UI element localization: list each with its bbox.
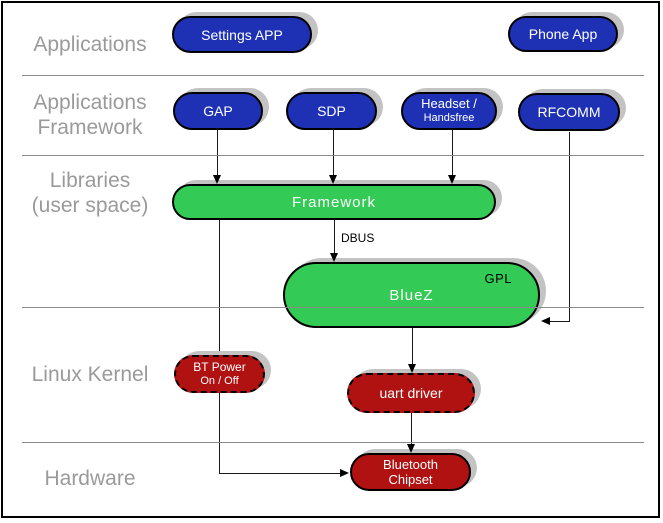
node-phone-app: Phone App xyxy=(508,16,618,52)
node-label: uart driver xyxy=(379,385,443,401)
arrowhead-icon xyxy=(448,175,456,184)
node-gap: GAP xyxy=(173,92,263,130)
node-rfcomm: RFCOMM xyxy=(518,93,620,131)
arrowhead-icon xyxy=(408,364,416,373)
arrowhead-icon xyxy=(340,469,349,477)
layer-divider xyxy=(22,307,644,308)
layer-label-libraries: Libraries (user space) xyxy=(10,168,170,218)
dbus-edge-label: DBUS xyxy=(341,231,375,245)
layer-label-line: Linux Kernel xyxy=(31,363,149,386)
arrowhead-icon xyxy=(213,175,221,184)
node-settings-app: Settings APP xyxy=(172,16,312,53)
node-uart-driver: uart driver xyxy=(347,373,475,413)
node-sdp: SDP xyxy=(286,92,377,130)
node-label: Bluetooth xyxy=(383,457,438,472)
node-framework: Framework xyxy=(172,184,496,220)
node-label: Chipset xyxy=(388,472,433,487)
node-label: BT Power xyxy=(193,360,246,374)
layer-divider xyxy=(22,75,644,76)
node-label: Handsfree xyxy=(423,112,475,124)
connector-bluez-to-uart xyxy=(412,328,413,366)
layer-divider xyxy=(22,155,644,156)
gpl-badge: GPL xyxy=(484,271,512,286)
layer-label-linux-kernel: Linux Kernel xyxy=(15,362,165,387)
connector-sdp-to-framework xyxy=(333,130,334,178)
layer-label-line: Hardware xyxy=(44,467,136,490)
connector-rfcomm-to-bluez-horizontal xyxy=(550,321,570,322)
layer-label-applications-framework: Applications Framework xyxy=(15,90,165,140)
node-label: Phone App xyxy=(528,26,598,42)
node-label: RFCOMM xyxy=(537,104,601,120)
connector-framework-to-chipset-horizontal xyxy=(219,473,340,474)
layer-label-line: Applications xyxy=(33,33,147,56)
connector-uart-to-chipset xyxy=(411,413,412,446)
node-label: Framework xyxy=(291,193,376,211)
node-bt-power: BT Power On / Off xyxy=(174,355,265,393)
connector-framework-to-chipset-vertical xyxy=(219,220,220,473)
node-headset-handsfree: Headset / Handsfree xyxy=(401,92,497,130)
arrowhead-icon xyxy=(407,444,415,453)
arrowhead-icon xyxy=(329,175,337,184)
node-label: BlueZ xyxy=(389,286,434,304)
layer-label-line: (user space) xyxy=(31,194,149,217)
layer-label-line: Applications xyxy=(33,91,147,114)
arrowhead-icon xyxy=(330,253,338,262)
connector-headset-to-framework xyxy=(452,130,453,178)
connector-rfcomm-to-bluez-vertical xyxy=(569,132,570,322)
node-bluez: GPL BlueZ xyxy=(283,262,540,328)
layer-label-applications: Applications xyxy=(15,32,165,57)
layer-label-hardware: Hardware xyxy=(15,466,165,491)
connector-framework-to-bluez-dbus xyxy=(334,220,335,256)
node-label: SDP xyxy=(317,103,346,119)
node-label: Headset / xyxy=(421,96,477,111)
arrowhead-icon xyxy=(541,317,550,325)
layer-label-line: Framework xyxy=(37,116,143,139)
node-label: GAP xyxy=(203,103,233,119)
node-bluetooth-chipset: Bluetooth Chipset xyxy=(350,453,471,491)
connector-gap-to-framework xyxy=(217,130,218,178)
layer-label-line: Libraries xyxy=(49,169,131,192)
node-label: Settings APP xyxy=(201,26,283,43)
node-label: On / Off xyxy=(200,375,239,387)
layer-divider xyxy=(22,442,644,443)
